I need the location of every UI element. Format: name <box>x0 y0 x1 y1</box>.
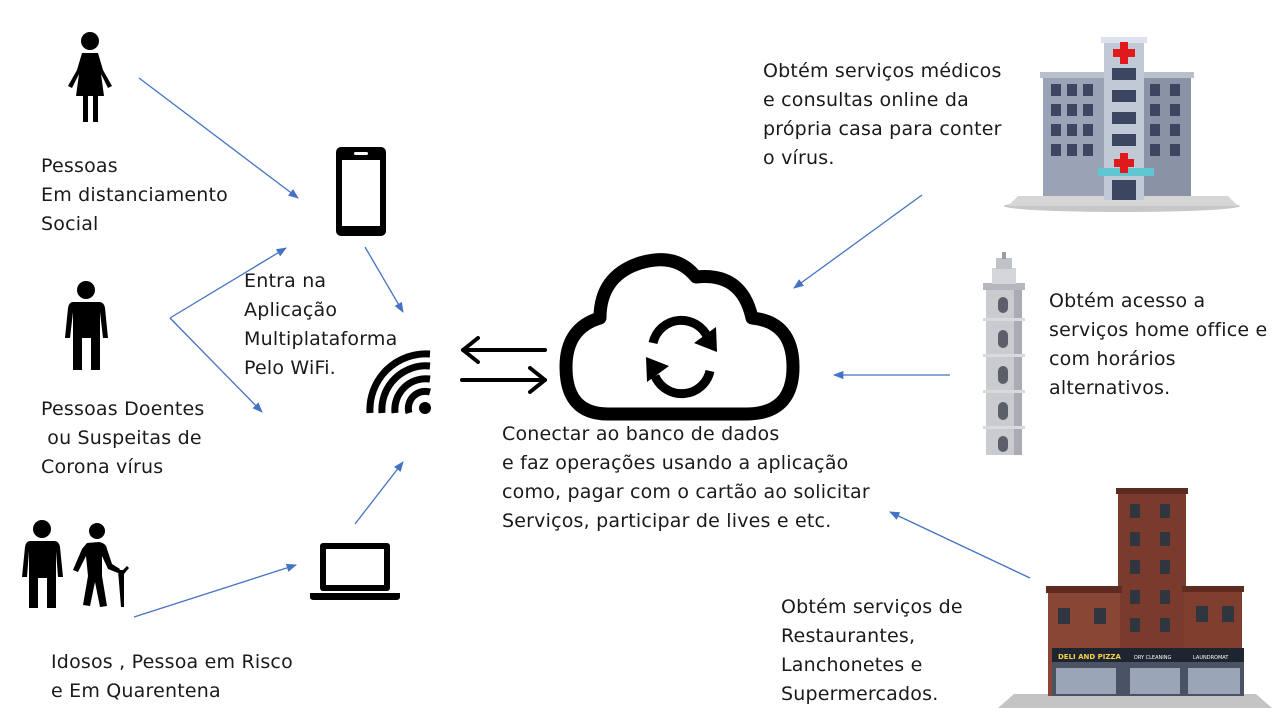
arrow-phone-to-wifi <box>364 246 404 313</box>
label-elderly: Idosos , Pessoa em Risco e Em Quarentena <box>51 651 293 702</box>
label-people-sick: Pessoas Doentes ou Suspeitas de Corona v… <box>41 398 205 478</box>
label-cloud-description: Conectar ao banco de dados e faz operaçõ… <box>502 423 870 532</box>
cloud-sync-icon <box>559 253 800 421</box>
sign-dry-cleaning: DRY CLEANING <box>1134 655 1171 661</box>
arrow-person-to-phone <box>138 77 299 199</box>
sign-deli: DELI AND PIZZA <box>1058 653 1122 661</box>
tower-icon <box>983 252 1025 455</box>
label-medical-services: Obtém serviços médicos e consultas onlin… <box>763 60 1002 169</box>
person-icon <box>65 281 108 370</box>
label-home-office: Obtém acesso a serviços home office e co… <box>1049 290 1268 399</box>
connector-arrows <box>133 77 1031 618</box>
hospital-icon <box>1004 37 1240 212</box>
arrow-elderly-to-laptop <box>133 563 297 618</box>
label-app-access: Entra na Aplicação Multiplataforma Pelo … <box>244 270 398 379</box>
arrow-sick-to-wifi <box>169 317 263 413</box>
laptop-icon <box>310 543 400 600</box>
person-icon <box>68 32 112 122</box>
arrow-store-to-cloud <box>889 511 1031 579</box>
wifi-icon <box>366 350 431 414</box>
elderly-icon <box>22 520 129 608</box>
arrow-sick-to-phone <box>169 247 287 319</box>
smartphone-icon <box>336 147 386 236</box>
arrow-hospital-to-cloud <box>793 194 923 289</box>
exchange-arrows-icon <box>460 336 547 394</box>
sign-laundromat: LAUNDROMAT <box>1193 655 1229 661</box>
store-building-icon: DELI AND PIZZA DRY CLEANING LAUNDROMAT <box>998 488 1272 708</box>
arrow-laptop-to-wifi <box>354 461 404 525</box>
label-restaurants: Obtém serviços de Restaurantes, Lanchone… <box>781 596 963 705</box>
label-people-distancing: Pessoas Em distanciamento Social <box>41 155 229 235</box>
